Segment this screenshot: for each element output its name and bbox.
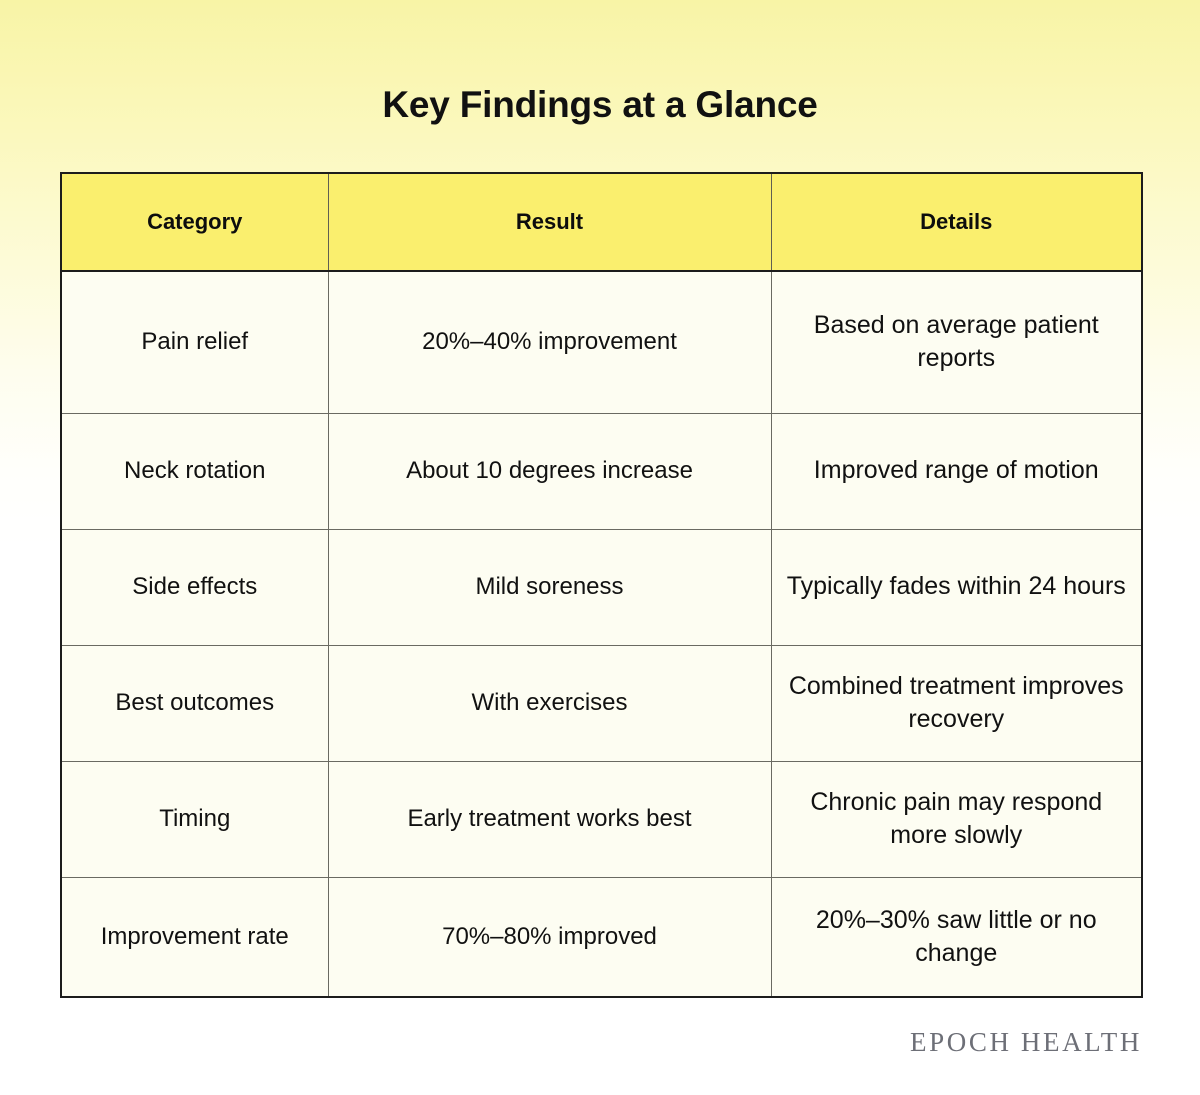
column-header-details: Details [771,173,1142,272]
column-header-result: Result [328,173,772,272]
table-body: Pain relief 20%–40% improvement Based on… [61,271,1142,997]
cell-details: Combined treatment improves recovery [771,645,1142,762]
column-header-category: Category [61,173,329,272]
cell-details: Improved range of motion [771,413,1142,530]
cell-category: Timing [61,761,329,878]
epoch-health-logo: EPOCH HEALTH [910,1027,1142,1057]
cell-details: Based on average patient reports [771,271,1142,414]
page-title: Key Findings at a Glance [382,84,818,125]
cell-result: Mild soreness [328,529,772,646]
cell-category: Side effects [61,529,329,646]
cell-category: Improvement rate [61,877,329,997]
cell-result: 70%–80% improved [328,877,772,997]
table-row: Pain relief 20%–40% improvement Based on… [61,271,1142,414]
table-header-row: Category Result Details [61,173,1142,272]
findings-table-container: Category Result Details Pain relief 20%–… [60,172,1143,998]
table-row: Best outcomes With exercises Combined tr… [61,645,1142,762]
cell-details: 20%–30% saw little or no change [771,877,1142,997]
cell-result: Early treatment works best [328,761,772,878]
cell-details: Typically fades within 24 hours [771,529,1142,646]
cell-result: 20%–40% improvement [328,271,772,414]
table-row: Neck rotation About 10 degrees increase … [61,413,1142,530]
table-row: Side effects Mild soreness Typically fad… [61,529,1142,646]
cell-result: About 10 degrees increase [328,413,772,530]
cell-category: Neck rotation [61,413,329,530]
table-row: Improvement rate 70%–80% improved 20%–30… [61,877,1142,997]
cell-details: Chronic pain may respond more slowly [771,761,1142,878]
table-row: Timing Early treatment works best Chroni… [61,761,1142,878]
cell-category: Pain relief [61,271,329,414]
table-header: Category Result Details [61,173,1142,272]
cell-category: Best outcomes [61,645,329,762]
key-findings-table: Category Result Details Pain relief 20%–… [60,172,1143,998]
cell-result: With exercises [328,645,772,762]
